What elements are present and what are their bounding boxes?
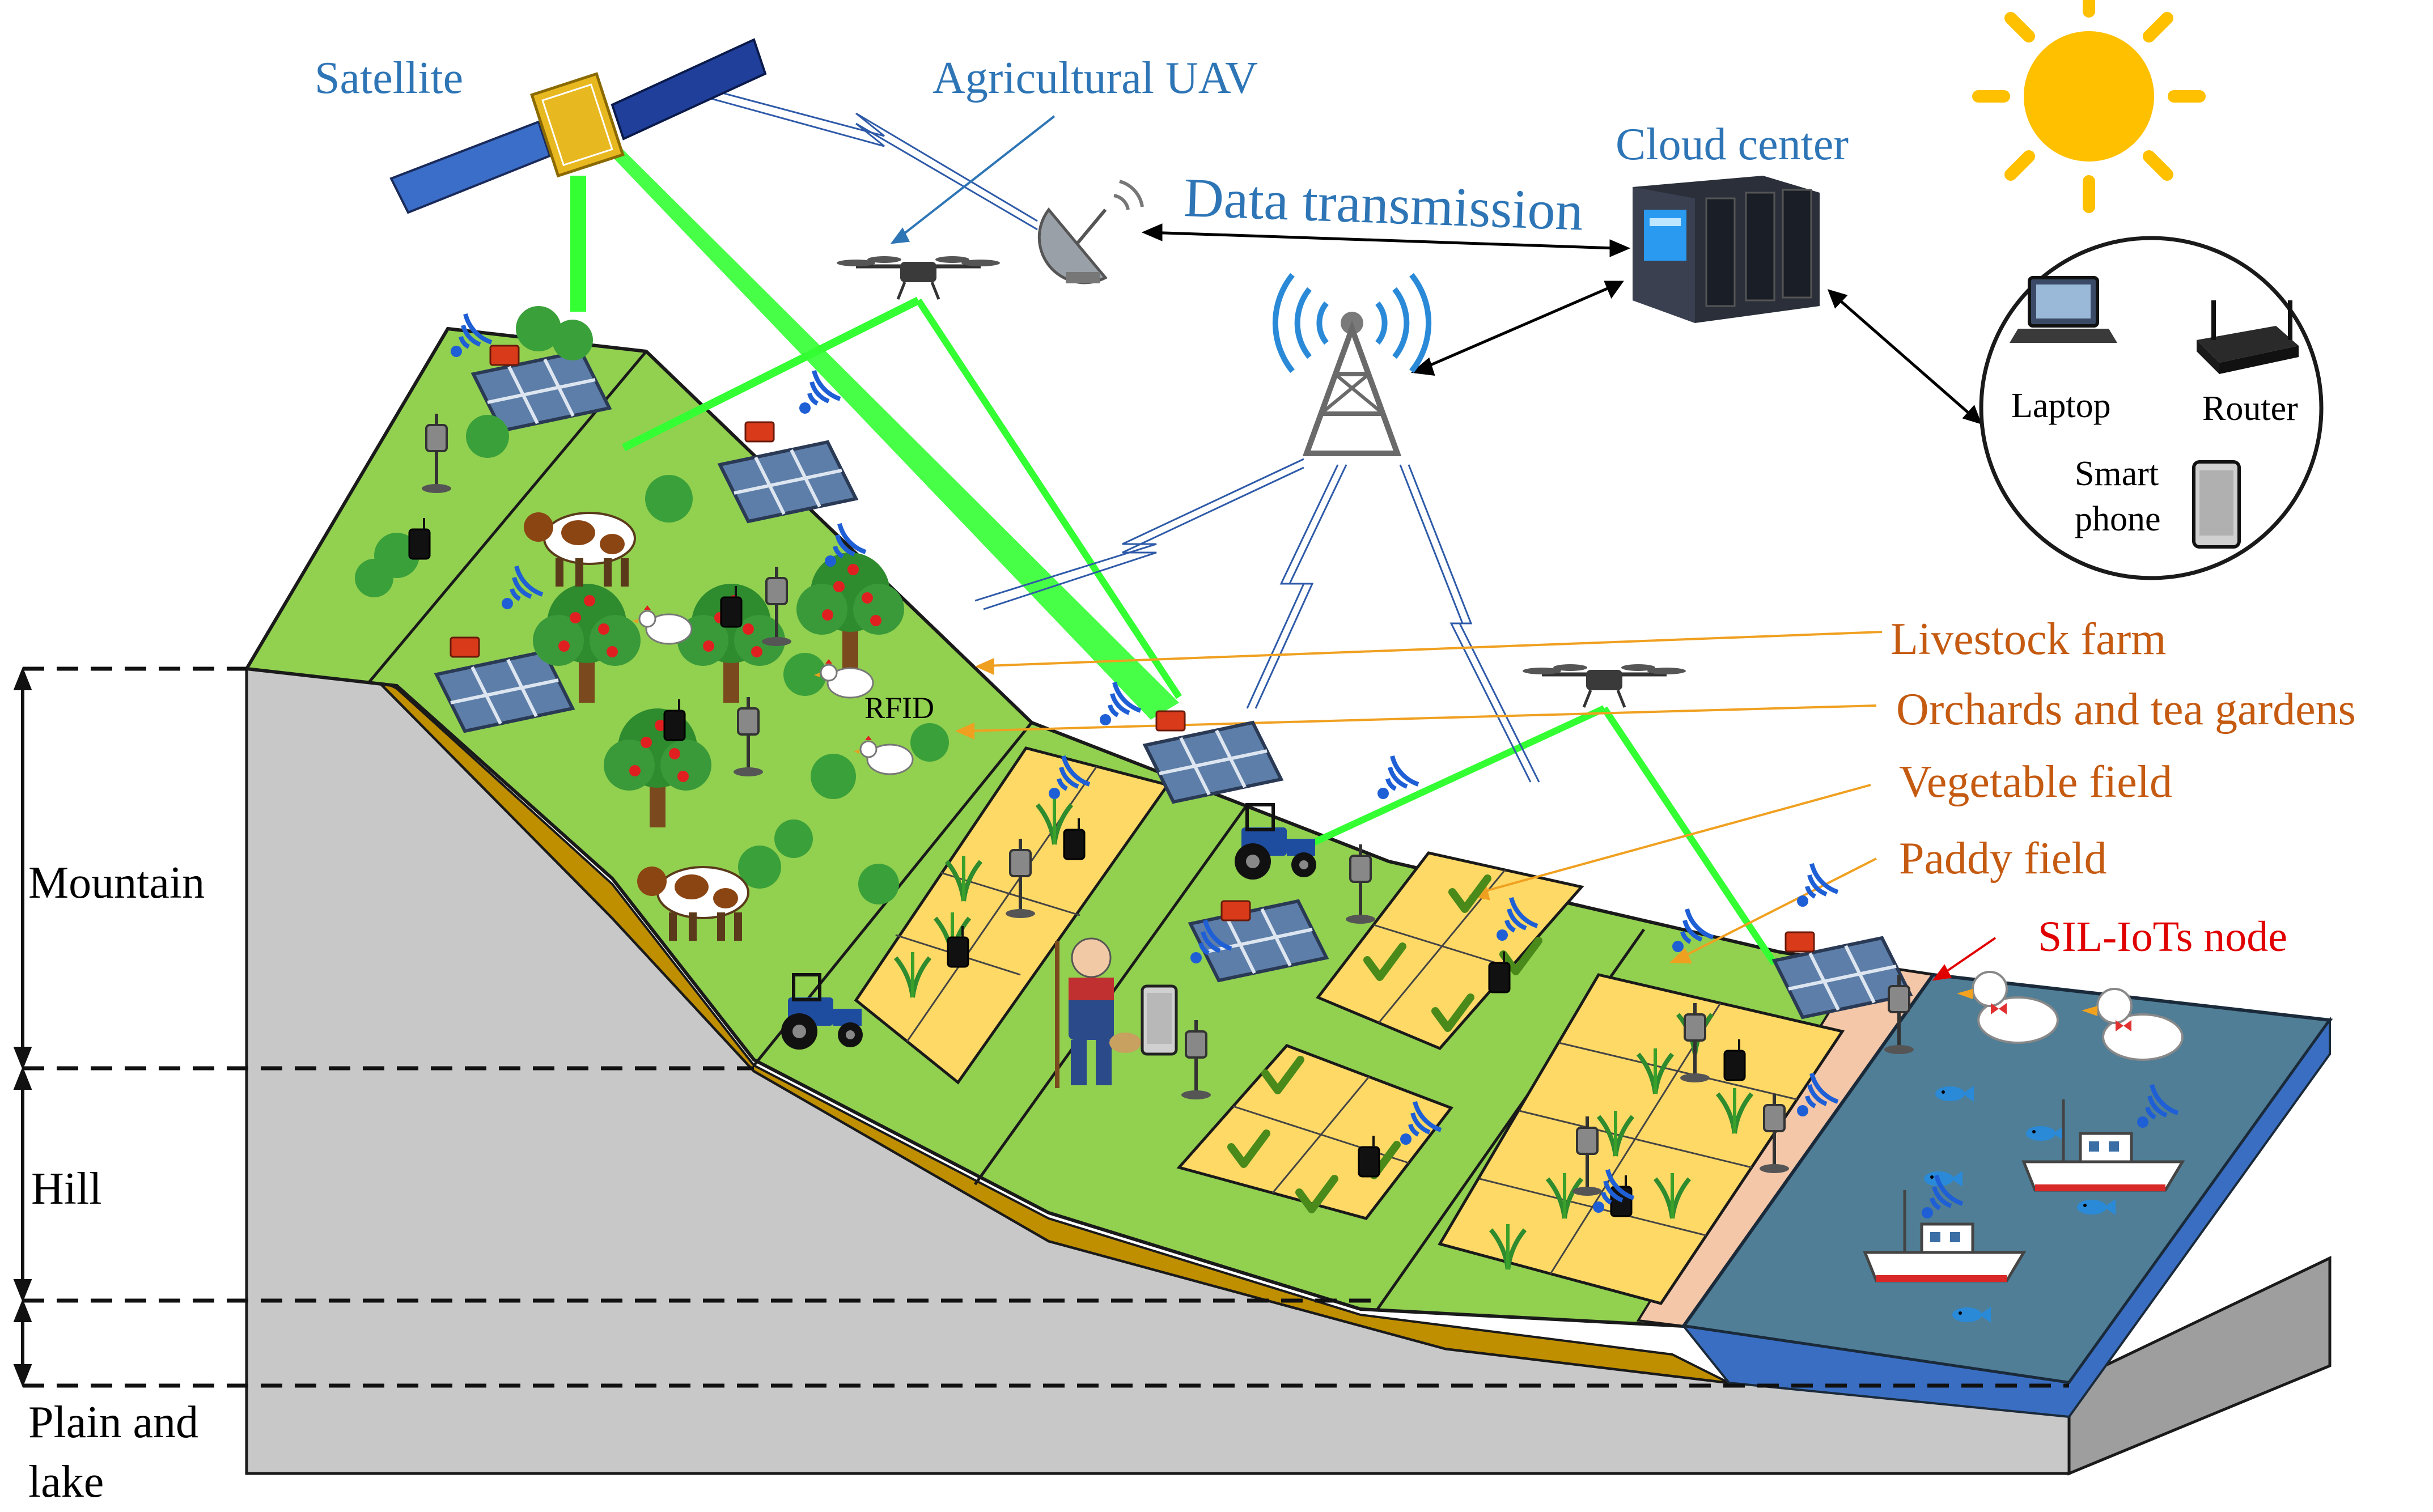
satellite-label: Satellite	[315, 53, 464, 103]
field-smartphone-icon	[1141, 984, 1178, 1056]
sil-node-pointer	[1932, 937, 1997, 981]
sun-icon	[1972, 0, 2206, 213]
server-icon	[1633, 176, 1820, 323]
rfid-label: RFID	[864, 691, 935, 725]
lake-edge	[1681, 1016, 2331, 1418]
uav-icon-right	[1523, 664, 1686, 707]
vegetable-field-label: Vegetable field	[1899, 757, 2172, 807]
uav-icon	[837, 256, 1000, 299]
plain-lake-label-line2: lake	[28, 1457, 104, 1507]
label-pointers	[955, 631, 1883, 964]
elevation-lines	[23, 666, 2069, 1388]
mountain-label: Mountain	[28, 858, 205, 908]
soil-strip	[373, 676, 1730, 1384]
smartphone-label-line2: phone	[2075, 500, 2161, 538]
rock-side	[2067, 1256, 2332, 1476]
uav-label: Agricultural UAV	[932, 53, 1258, 103]
laser-beams	[570, 136, 1777, 966]
tea-bushes	[355, 306, 949, 904]
smartphone-label-line1: Smart	[2075, 455, 2159, 493]
smartphone-icon	[2192, 460, 2241, 549]
paddy-field-label: Paddy field	[1899, 834, 2107, 884]
router-icon	[2197, 300, 2299, 374]
rfid-board-icon	[450, 345, 1815, 953]
terrain-block	[13, 326, 2333, 1476]
data-transmission-label: Data transmission	[1182, 167, 1584, 243]
orchards-label: Orchards and tea gardens	[1896, 685, 2356, 734]
satellite-icon	[389, 38, 767, 214]
router-label: Router	[2202, 389, 2298, 428]
cell-tower-icon	[1272, 273, 1432, 456]
farmer-icon	[1055, 937, 1141, 1088]
hill-label: Hill	[31, 1164, 102, 1214]
vegetable-field-top	[1316, 851, 1584, 1051]
uav-pointer	[890, 115, 1056, 244]
livestock-farm-label: Livestock farm	[1891, 614, 2167, 664]
devices-circle	[1979, 236, 2324, 580]
cloud-center-label: Cloud center	[1616, 120, 1849, 169]
wireless-links	[702, 87, 1540, 783]
sil-iots-node-label: SIL-IoTs node	[2038, 913, 2288, 961]
laptop-icon	[2010, 276, 2117, 343]
network-arrows	[1141, 223, 1982, 424]
elevation-arrows	[13, 666, 32, 1388]
dish-antenna-icon	[1037, 180, 1144, 284]
laptop-label: Laptop	[2011, 387, 2111, 425]
plain-lake-label-line1: Plain and	[28, 1398, 198, 1447]
